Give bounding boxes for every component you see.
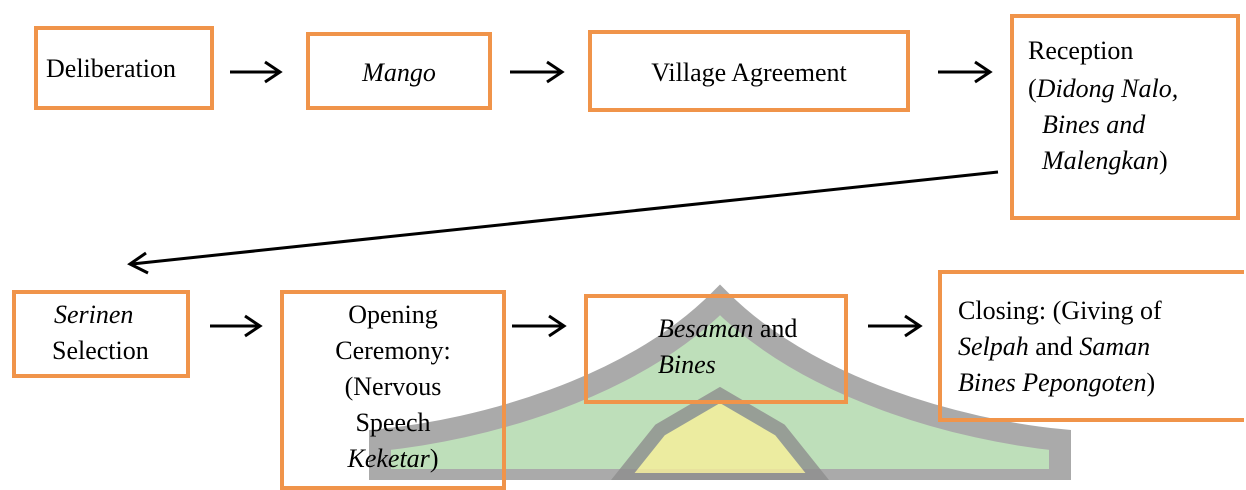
reception-line4: Malengkan) — [1042, 146, 1168, 175]
serinen-italic: Serinen — [54, 300, 134, 329]
opening-line1: Opening — [348, 300, 438, 329]
opening-line5: Keketar) — [347, 444, 439, 473]
village-agreement-label: Village Agreement — [651, 58, 847, 87]
besaman-bines-box: Besaman and Bines — [584, 294, 848, 404]
besaman-line2: Bines — [658, 350, 716, 379]
closing-box: Closing: (Giving of Selpah and Saman Bin… — [938, 270, 1244, 422]
deliberation-box: Deliberation — [34, 26, 214, 110]
opening-line3: (Nervous — [344, 372, 442, 401]
closing-line1: Closing: (Giving of — [958, 296, 1162, 325]
watermark-dome-inner — [611, 386, 829, 480]
arrow-village-to-reception — [938, 60, 993, 84]
closing-line3: Bines Pepongoten) — [958, 368, 1156, 397]
mango-label: Mango — [362, 58, 436, 87]
deliberation-label: Deliberation — [46, 54, 176, 83]
closing-line2: Selpah and Saman — [958, 332, 1151, 361]
serinen-selection-box: Serinen Selection — [12, 290, 190, 378]
arrow-besaman-to-closing — [868, 314, 923, 338]
arrow-reception-to-serinen — [127, 170, 999, 275]
opening-line4: Speech — [355, 408, 431, 437]
reception-title: Reception — [1028, 36, 1134, 65]
flow-arrows — [127, 60, 999, 338]
arrow-mango-to-village — [510, 60, 565, 84]
arrow-deliberation-to-mango — [230, 60, 283, 84]
mango-box: Mango — [306, 32, 492, 110]
reception-box: Reception (Didong Nalo, Bines and Maleng… — [1010, 14, 1240, 220]
opening-ceremony-box: Opening Ceremony: (Nervous Speech Keketa… — [280, 290, 506, 490]
reception-line3: Bines and — [1042, 110, 1146, 139]
village-agreement-box: Village Agreement — [588, 30, 910, 112]
watermark-logo — [369, 284, 1071, 480]
opening-line2: Ceremony: — [335, 336, 451, 365]
arrow-serinen-to-opening — [210, 314, 263, 338]
flow-diagram: Deliberation Mango Village Agreement Rec… — [12, 14, 1244, 490]
arrow-opening-to-besaman — [512, 314, 567, 338]
serinen-plain: Selection — [52, 336, 149, 365]
reception-line2: (Didong Nalo, — [1028, 74, 1179, 103]
besaman-line1: Besaman and — [658, 314, 798, 343]
